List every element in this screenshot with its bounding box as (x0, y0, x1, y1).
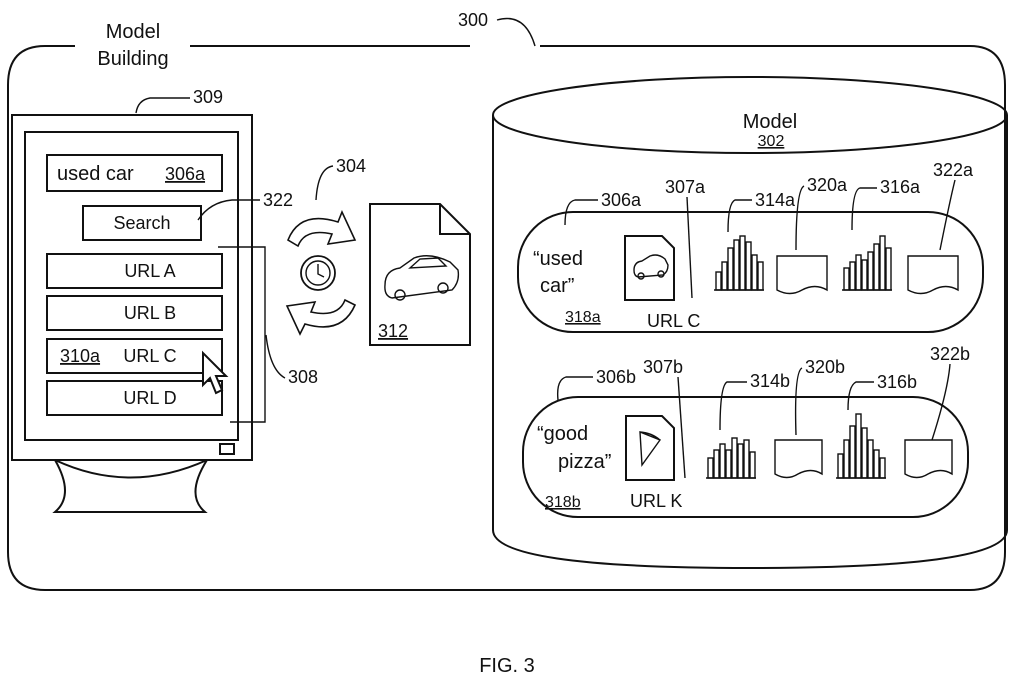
record-a-histogram-1 (714, 235, 764, 291)
record-b-histogram-1 (706, 437, 756, 479)
record-a-page-1 (776, 255, 828, 295)
record-a-histogram-2 (842, 235, 892, 291)
ref-309-leader (135, 97, 190, 114)
record-a-ref-page2: 322a (933, 160, 974, 180)
record-a-ref-hist1: 314a (755, 190, 796, 210)
record-b-ref-hist2-leader (847, 381, 874, 411)
ref-309: 309 (193, 87, 223, 107)
result-label-b: URL B (124, 303, 176, 323)
ref-308: 308 (288, 367, 318, 387)
record-b-ref-query-leader (556, 376, 593, 401)
record-a-ref-query-leader (564, 199, 598, 226)
model-cylinder-top (492, 76, 1008, 154)
result-row-c[interactable] (46, 338, 223, 374)
result-label-c: URL C (123, 346, 176, 366)
model-label: Model (743, 111, 797, 133)
monitor-stand (52, 459, 208, 513)
record-b-url: URL K (630, 491, 682, 511)
record-a-ref-page1-leader (795, 185, 805, 251)
record-a-ref-doc: 307a (665, 177, 706, 197)
record-b-ref-doc-leader (677, 376, 686, 479)
search-field-text: used car (57, 163, 134, 185)
result-row-b[interactable] (46, 295, 223, 331)
document-312 (369, 203, 471, 346)
cycle-arrow-top-icon (287, 209, 357, 248)
record-a-url: URL C (647, 311, 700, 331)
record-b-ref-page2: 322b (930, 344, 970, 364)
record-a-ref-record: 318a (565, 309, 601, 326)
record-b (522, 396, 969, 518)
search-button[interactable] (82, 205, 202, 241)
result-label-d: URL D (123, 388, 176, 408)
ref-322-leader (197, 199, 260, 221)
ref-304: 304 (336, 156, 366, 176)
record-b-page-1 (774, 439, 823, 479)
record-a-doc (624, 235, 675, 301)
clock-face (305, 260, 331, 286)
record-b-ref-query: 306b (596, 367, 636, 387)
result-ref-c: 310a (60, 346, 101, 366)
record-b-ref-page2-leader (931, 363, 951, 441)
record-b-histogram-2 (836, 413, 886, 479)
record-a-page-2 (907, 255, 959, 295)
ref-312: 312 (378, 321, 408, 341)
record-b-ref-doc: 307b (643, 357, 683, 377)
cursor-icon (202, 350, 229, 395)
record-b-query-line2: pizza” (558, 451, 611, 473)
record-b-query-line1: “good (537, 423, 588, 445)
section-label-line2: Building (97, 48, 168, 70)
record-b-doc (625, 415, 675, 481)
search-button-label: Search (113, 213, 170, 233)
result-row-d[interactable] (46, 380, 223, 416)
model-building-frame (7, 45, 1006, 591)
result-row-a[interactable] (46, 253, 223, 289)
record-b-ref-record: 318b (545, 494, 581, 511)
record-b-ref-page1-leader (794, 367, 803, 436)
ref-308-leader (265, 334, 286, 379)
results-bracket (218, 246, 266, 423)
ref-300-leader (496, 17, 536, 47)
record-a-car-icon (633, 254, 669, 280)
record-b-ref-hist1: 314b (750, 371, 790, 391)
record-a-ref-hist2: 316a (880, 177, 921, 197)
ref-322: 322 (263, 190, 293, 210)
record-a-ref-page2-leader (939, 179, 956, 251)
ref-300: 300 (458, 10, 488, 30)
record-b-pizza-icon (639, 430, 662, 468)
record-a-query-line2: car” (540, 275, 574, 297)
search-field[interactable] (46, 154, 223, 192)
record-a-ref-doc-leader (686, 196, 693, 299)
ref-304-leader (315, 165, 334, 201)
car-icon (384, 255, 460, 301)
record-a-ref-hist1-leader (727, 199, 752, 233)
record-b-ref-hist2: 316b (877, 372, 917, 392)
model-ref: 302 (758, 133, 785, 150)
record-a-ref-page1: 320a (807, 175, 848, 195)
section-label-line1: Model (106, 21, 160, 43)
record-a-ref-hist2-leader (851, 187, 877, 231)
record-b-page-2 (904, 439, 953, 479)
record-b-ref-page1: 320b (805, 357, 845, 377)
monitor-screen (24, 131, 239, 441)
monitor-power-button (219, 443, 235, 455)
search-field-ref: 306a (165, 164, 206, 184)
result-label-a: URL A (124, 261, 175, 281)
record-a (517, 211, 984, 333)
record-a-ref-query: 306a (601, 190, 642, 210)
record-a-query-line1: “used (533, 248, 583, 270)
model-cylinder (492, 115, 1008, 570)
cycle-arrow-bottom-icon (285, 298, 357, 336)
record-b-ref-hist1-leader (719, 381, 747, 431)
monitor-bezel (11, 114, 253, 461)
figure-caption: FIG. 3 (479, 655, 535, 677)
clock-hands (317, 264, 325, 278)
